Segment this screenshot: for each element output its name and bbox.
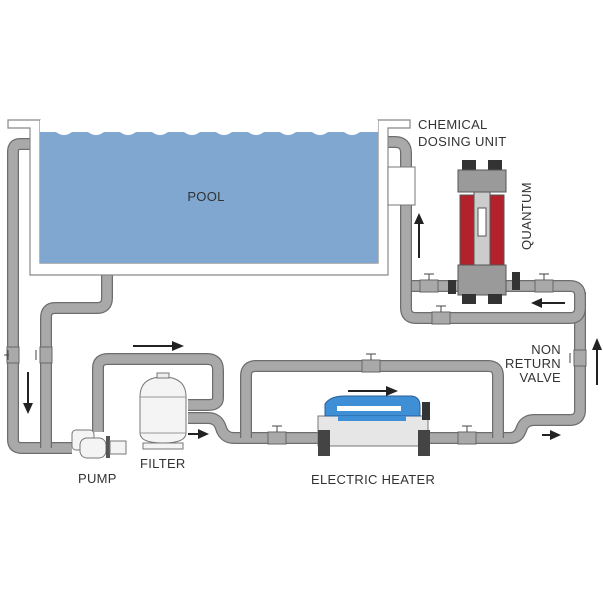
pool-water [40,132,378,263]
arrow-left-icon [531,298,565,308]
valve-heater-inlet[interactable] [267,425,287,445]
valve-heater-outlet[interactable] [457,425,477,445]
non-return-valve[interactable] [569,349,587,367]
valve-bypass[interactable] [361,353,381,373]
pool: POOL [7,119,411,276]
arrow-right-icon [133,341,184,351]
arrow-up-icon [592,338,602,385]
non-return-label-2: RETURN [505,356,561,371]
electric-heater [317,395,430,456]
chemical-dosing-unit [387,166,416,206]
chemical-dosing-label-1: CHEMICAL [418,117,488,132]
filter [139,372,187,450]
arrow-up-icon [414,213,424,258]
pool-label: POOL [187,189,224,204]
valve-quantum-left[interactable] [419,273,439,293]
non-return-label-3: VALVE [520,370,562,385]
arrow-down-icon [23,372,33,414]
valve-left-1[interactable] [4,346,20,364]
arrow-right-icon [542,430,561,440]
filter-label: FILTER [140,456,186,471]
valve-quantum-right[interactable] [534,273,554,293]
electric-heater-label: ELECTRIC HEATER [311,472,435,487]
quantum-label: QUANTUM [519,182,534,250]
valve-quantum-bypass[interactable] [431,305,451,325]
arrow-right-icon [188,429,209,439]
arrow-right-icon [348,386,398,396]
non-return-label-1: NON [531,342,561,357]
valves [4,273,587,445]
chemical-dosing-label-2: DOSING UNIT [418,134,507,149]
quantum-unit [448,160,520,304]
pump-label: PUMP [78,471,117,486]
flow-arrows [23,213,602,440]
pump [71,429,127,459]
valve-left-2[interactable] [35,346,53,364]
